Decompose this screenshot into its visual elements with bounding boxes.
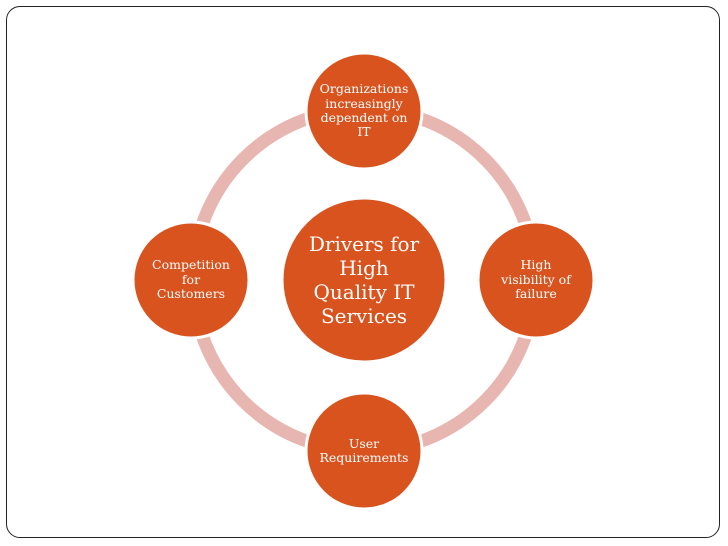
top-node-circle xyxy=(304,51,424,171)
bottom-node-circle xyxy=(304,391,424,511)
top-node-label: Organizations increasingly dependent on … xyxy=(319,81,409,140)
left-node-circle xyxy=(131,220,251,340)
center-node-label: Drivers for High Quality IT Services xyxy=(308,232,420,328)
bottom-node-label: User Requirements xyxy=(319,435,409,465)
left-node-label: Competition for Customers xyxy=(152,257,230,302)
center-node-circle xyxy=(280,196,448,364)
right-node-circle xyxy=(476,220,596,340)
right-node-label: High visibility of failure xyxy=(501,257,571,302)
